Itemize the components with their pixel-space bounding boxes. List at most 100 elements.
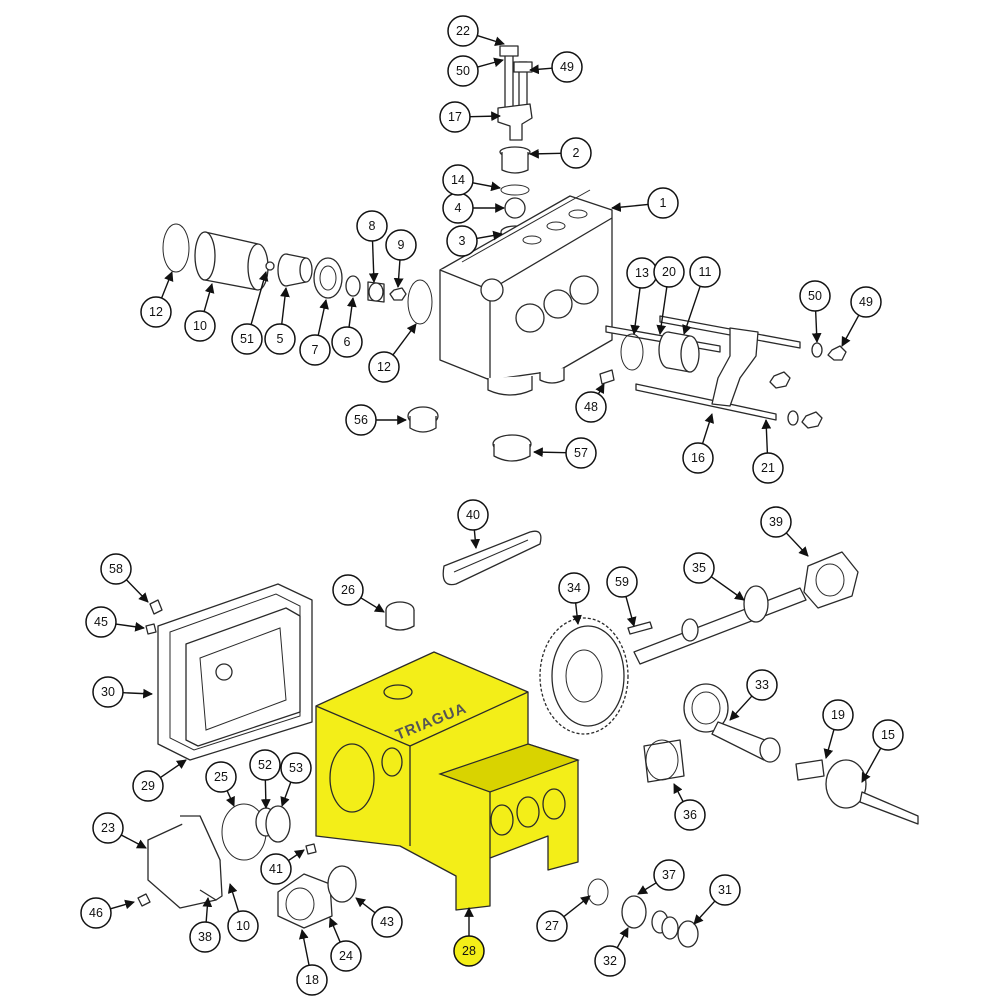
callout-16[interactable]: 16 bbox=[682, 413, 714, 474]
callout-10[interactable]: 10 bbox=[227, 883, 259, 942]
callout-31[interactable]: 31 bbox=[693, 874, 741, 925]
callout-bubble[interactable] bbox=[140, 296, 172, 328]
callout-21[interactable]: 21 bbox=[752, 419, 784, 484]
callout-bubble[interactable] bbox=[385, 229, 417, 261]
callout-bubble[interactable] bbox=[626, 257, 658, 289]
callout-bubble[interactable] bbox=[184, 310, 216, 342]
callout-4[interactable]: 4 bbox=[442, 192, 505, 224]
callout-15[interactable]: 15 bbox=[861, 719, 904, 783]
callout-bubble[interactable] bbox=[689, 256, 721, 288]
callout-bubble[interactable] bbox=[653, 256, 685, 288]
callout-bubble[interactable] bbox=[332, 574, 364, 606]
callout-8[interactable]: 8 bbox=[356, 210, 388, 283]
callout-36[interactable]: 36 bbox=[673, 783, 706, 831]
callout-bubble[interactable] bbox=[446, 225, 478, 257]
callout-bubble[interactable] bbox=[80, 897, 112, 929]
callout-bubble[interactable] bbox=[299, 334, 331, 366]
callout-bubble[interactable] bbox=[85, 606, 117, 638]
callout-bubble[interactable] bbox=[682, 442, 714, 474]
callout-6[interactable]: 6 bbox=[331, 297, 363, 358]
callout-bubble[interactable] bbox=[752, 452, 784, 484]
callout-bubble[interactable] bbox=[551, 51, 583, 83]
callout-24[interactable]: 24 bbox=[328, 917, 362, 972]
callout-bubble[interactable] bbox=[653, 859, 685, 891]
callout-bubble[interactable] bbox=[330, 940, 362, 972]
callout-57[interactable]: 57 bbox=[533, 437, 597, 469]
callout-bubble[interactable] bbox=[189, 921, 221, 953]
callout-23[interactable]: 23 bbox=[92, 812, 147, 849]
callout-37[interactable]: 37 bbox=[637, 859, 685, 895]
callout-bubble[interactable] bbox=[575, 391, 607, 423]
callout-59[interactable]: 59 bbox=[606, 566, 638, 627]
callout-50[interactable]: 50 bbox=[447, 55, 504, 87]
callout-bubble[interactable] bbox=[132, 770, 164, 802]
callout-bubble[interactable] bbox=[606, 566, 638, 598]
callout-bubble[interactable] bbox=[558, 572, 590, 604]
callout-58[interactable]: 58 bbox=[100, 553, 149, 603]
callout-bubble[interactable] bbox=[227, 910, 259, 942]
callout-bubble[interactable] bbox=[674, 799, 706, 831]
callout-bubble[interactable] bbox=[799, 280, 831, 312]
callout-39[interactable]: 39 bbox=[760, 506, 809, 557]
callout-49[interactable]: 49 bbox=[529, 51, 583, 83]
callout-45[interactable]: 45 bbox=[85, 606, 145, 638]
callout-53[interactable]: 53 bbox=[280, 752, 312, 807]
callout-19[interactable]: 19 bbox=[822, 699, 854, 759]
callout-bubble[interactable] bbox=[594, 945, 626, 977]
callout-bubble[interactable] bbox=[92, 812, 124, 844]
callout-1[interactable]: 1 bbox=[611, 187, 679, 219]
callout-12[interactable]: 12 bbox=[140, 271, 174, 328]
callout-46[interactable]: 46 bbox=[80, 897, 135, 929]
callout-27[interactable]: 27 bbox=[536, 895, 591, 942]
callout-bubble[interactable] bbox=[442, 192, 474, 224]
callout-bubble[interactable] bbox=[822, 699, 854, 731]
callout-12[interactable]: 12 bbox=[368, 323, 417, 383]
callout-bubble[interactable] bbox=[442, 164, 474, 196]
callout-bubble[interactable] bbox=[231, 323, 263, 355]
callout-bubble[interactable] bbox=[560, 137, 592, 169]
callout-bubble[interactable] bbox=[264, 323, 296, 355]
callout-bubble[interactable] bbox=[760, 506, 792, 538]
callout-bubble[interactable] bbox=[249, 749, 281, 781]
callout-bubble[interactable] bbox=[280, 752, 312, 784]
callout-2[interactable]: 2 bbox=[529, 137, 592, 169]
callout-30[interactable]: 30 bbox=[92, 676, 153, 708]
callout-bubble[interactable] bbox=[457, 499, 489, 531]
callout-bubble[interactable] bbox=[260, 853, 292, 885]
callout-48[interactable]: 48 bbox=[575, 383, 607, 423]
callout-34[interactable]: 34 bbox=[558, 572, 590, 625]
callout-bubble[interactable] bbox=[709, 874, 741, 906]
callout-bubble[interactable] bbox=[331, 326, 363, 358]
callout-52[interactable]: 52 bbox=[249, 749, 281, 809]
callout-bubble[interactable] bbox=[453, 935, 485, 967]
callout-32[interactable]: 32 bbox=[594, 927, 629, 977]
callout-bubble[interactable] bbox=[345, 404, 377, 436]
callout-50[interactable]: 50 bbox=[799, 280, 831, 343]
callout-bubble[interactable] bbox=[296, 964, 328, 996]
callout-bubble[interactable] bbox=[92, 676, 124, 708]
callout-bubble[interactable] bbox=[872, 719, 904, 751]
callout-49[interactable]: 49 bbox=[841, 286, 882, 347]
callout-bubble[interactable] bbox=[850, 286, 882, 318]
callout-35[interactable]: 35 bbox=[683, 552, 745, 601]
callout-bubble[interactable] bbox=[368, 351, 400, 383]
callout-38[interactable]: 38 bbox=[189, 897, 221, 953]
callout-bubble[interactable] bbox=[447, 15, 479, 47]
callout-33[interactable]: 33 bbox=[729, 669, 778, 721]
callout-5[interactable]: 5 bbox=[264, 287, 296, 355]
callout-bubble[interactable] bbox=[100, 553, 132, 585]
crankcase-highlighted[interactable]: TRIAGUA bbox=[315, 651, 580, 911]
callout-10[interactable]: 10 bbox=[184, 283, 216, 342]
callout-bubble[interactable] bbox=[647, 187, 679, 219]
callout-bubble[interactable] bbox=[683, 552, 715, 584]
callout-18[interactable]: 18 bbox=[296, 929, 328, 996]
callout-14[interactable]: 14 bbox=[442, 164, 501, 196]
callout-40[interactable]: 40 bbox=[457, 499, 489, 549]
callout-43[interactable]: 43 bbox=[355, 897, 403, 938]
callout-bubble[interactable] bbox=[565, 437, 597, 469]
callout-bubble[interactable] bbox=[439, 101, 471, 133]
callout-bubble[interactable] bbox=[536, 910, 568, 942]
callout-22[interactable]: 22 bbox=[447, 15, 505, 47]
callout-56[interactable]: 56 bbox=[345, 404, 407, 436]
callout-28[interactable]: 28 bbox=[453, 907, 485, 967]
